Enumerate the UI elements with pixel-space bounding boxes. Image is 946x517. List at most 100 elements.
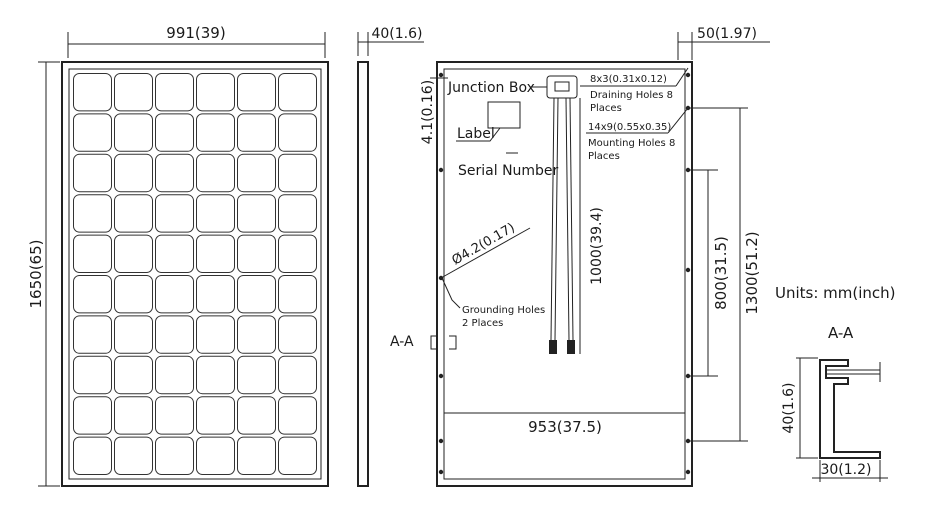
grounding-hole-leader (441, 277, 461, 309)
draining-line2: Places (590, 103, 622, 114)
section-marker-bracket-left (430, 335, 438, 350)
solar-cell (114, 234, 153, 274)
cell-grid (73, 73, 317, 476)
solar-cell (237, 275, 276, 314)
solar-cell (237, 194, 276, 233)
section-marker-label: A-A (390, 334, 414, 350)
mounting-dim-label: 14x9(0.55x0.35) (588, 122, 671, 133)
solar-cell (196, 194, 235, 233)
front-view: 991(39) 1650(65) (27, 24, 329, 487)
outer-spacing-label: 1300(51.2) (743, 231, 761, 314)
section-height-label: 40(1.6) (781, 382, 797, 433)
solar-cell (114, 275, 153, 314)
mounting-line2: Places (588, 151, 620, 162)
frame-hole (685, 267, 691, 273)
grounding-holes-line2: 2 Places (462, 318, 503, 329)
cable-right-outer (569, 97, 574, 341)
front-outer-frame (61, 61, 329, 487)
solar-cell (114, 194, 153, 233)
front-width-label: 991(39) (166, 24, 225, 42)
front-height-label: 1650(65) (27, 240, 45, 309)
solar-cell (278, 275, 317, 314)
solar-cell (196, 396, 235, 435)
solar-cell (196, 153, 235, 193)
frame-hole (438, 167, 444, 173)
draining-leader-diagonal (675, 67, 689, 87)
solar-cell (73, 113, 112, 152)
solar-cell (73, 315, 112, 354)
solar-cell (278, 234, 317, 274)
corner-offset-label: 50(1.97) (697, 26, 757, 42)
solar-cell (155, 436, 194, 476)
section-title: A-A (828, 324, 854, 342)
solar-cell (196, 436, 235, 476)
solar-cell (73, 194, 112, 233)
frame-hole (685, 469, 691, 475)
frame-hole (438, 72, 444, 78)
solar-cell (237, 113, 276, 152)
cable-left-inner (554, 97, 559, 341)
solar-cell (237, 153, 276, 193)
frame-profile (819, 359, 881, 459)
back-outer-frame (436, 61, 693, 487)
side-view: 40(1.6) (357, 26, 424, 487)
solar-cell (155, 355, 194, 395)
solar-cell (196, 315, 235, 354)
frame-hole (685, 373, 691, 379)
side-thickness-label: 40(1.6) (371, 26, 422, 42)
solar-cell (73, 436, 112, 476)
solar-cell (237, 73, 276, 112)
connector-right (567, 340, 575, 354)
serial-number-label: Serial Number (458, 163, 559, 179)
inner-spacing-label: 800(31.5) (712, 236, 730, 310)
solar-cell (155, 315, 194, 354)
solar-cell (73, 355, 112, 395)
label-leader (456, 127, 501, 142)
back-view: 50(1.97) 4.1(0.16) Junction Box 1000(39.… (390, 26, 770, 487)
section-width-label: 30(1.2) (820, 462, 871, 478)
junction-box-label: Junction Box (447, 80, 535, 96)
solar-cell (278, 73, 317, 112)
frame-hole (438, 438, 444, 444)
solar-cell (237, 436, 276, 476)
solar-cell (114, 315, 153, 354)
solar-cell (114, 396, 153, 435)
solar-cell (155, 153, 194, 193)
solar-cell (155, 113, 194, 152)
solar-cell (196, 275, 235, 314)
section-marker-bracket-right (449, 335, 457, 350)
solar-cell (278, 355, 317, 395)
solar-cell (73, 234, 112, 274)
solar-cell (155, 194, 194, 233)
cable-length-label: 1000(39.4) (589, 207, 605, 285)
solar-cell (278, 153, 317, 193)
solar-cell (237, 315, 276, 354)
back-inner-frame (443, 68, 686, 480)
mounting-leader-diagonal (667, 107, 689, 134)
solar-cell (73, 153, 112, 193)
grounding-hole-dim-line (440, 227, 531, 279)
solar-cell (196, 73, 235, 112)
mounting-line1: Mounting Holes 8 (588, 138, 675, 149)
solar-cell (196, 234, 235, 274)
junction-box (546, 75, 578, 99)
solar-cell (73, 396, 112, 435)
solar-cell (278, 315, 317, 354)
solar-cell (155, 73, 194, 112)
frame-hole (685, 438, 691, 444)
solar-cell (278, 396, 317, 435)
solar-cell (278, 436, 317, 476)
junction-box-window (554, 81, 570, 92)
grounding-holes-line1: Grounding Holes (462, 305, 545, 316)
cable-right-inner (565, 97, 570, 341)
solar-cell (155, 234, 194, 274)
solar-cell (155, 396, 194, 435)
solar-cell (237, 396, 276, 435)
label-box (487, 101, 521, 129)
solar-cell (278, 113, 317, 152)
frame-holes (438, 72, 691, 475)
units-label: Units: mm(inch) (775, 284, 896, 302)
draining-line1: Draining Holes 8 (590, 90, 673, 101)
draining-dim-label: 8x3(0.31x0.12) (590, 74, 667, 85)
